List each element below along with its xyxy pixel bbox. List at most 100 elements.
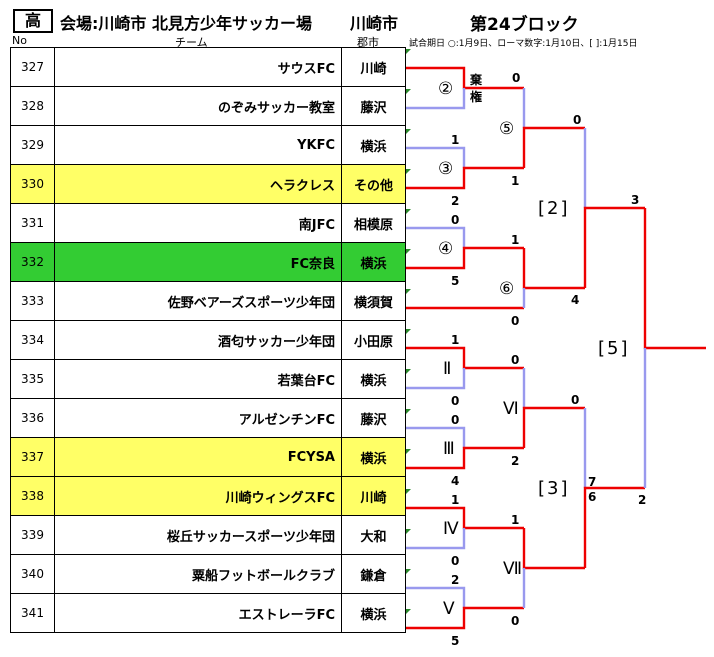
team-city: 小田原: [341, 320, 406, 360]
team-name: 酒匂サッカー少年団: [54, 320, 342, 360]
team-number: 328: [10, 86, 55, 126]
team-name: FCYSA: [54, 437, 342, 477]
team-number: 334: [10, 320, 55, 360]
match-label: ⑥: [499, 279, 514, 299]
score: 0: [511, 314, 519, 328]
score: 1: [451, 493, 459, 507]
team-number: 329: [10, 125, 55, 165]
team-name: エストレーラFC: [54, 593, 342, 633]
score: 3: [631, 193, 639, 207]
score: 1: [511, 174, 519, 188]
score: 6: [588, 490, 596, 504]
team-number: 333: [10, 281, 55, 321]
cell-flag-marker: [406, 129, 411, 134]
score: 4: [451, 474, 459, 488]
cell-flag-marker: [406, 89, 411, 94]
team-number: 336: [10, 398, 55, 438]
cell-flag-marker: [406, 369, 411, 374]
match-label: ⑤: [499, 119, 514, 139]
score: 1: [451, 133, 459, 147]
bracket-line: [522, 528, 585, 570]
team-number: 339: [10, 515, 55, 555]
match-label: [5]: [598, 338, 630, 359]
team-city: 横浜: [341, 242, 406, 282]
cell-flag-marker: [406, 409, 411, 414]
cell-flag-marker: [406, 449, 411, 454]
score: 7: [588, 475, 596, 489]
cell-flag-marker: [406, 329, 411, 334]
bracket-line: [406, 368, 466, 390]
match-label: Ⅶ: [503, 559, 522, 579]
cell-flag-marker: [406, 289, 411, 294]
bracket-line: [406, 146, 466, 168]
cell-flag-marker: [406, 169, 411, 174]
team-number: 340: [10, 554, 55, 594]
score: 4: [571, 293, 579, 307]
match-label: Ⅵ: [503, 399, 519, 419]
team-number: 335: [10, 359, 55, 399]
bracket-line: [522, 126, 585, 168]
team-city: 横須賀: [341, 281, 406, 321]
score: 0: [451, 394, 459, 408]
score: 0: [451, 554, 459, 568]
score: 0: [512, 71, 520, 85]
cell-flag-marker: [406, 569, 411, 574]
team-city: 藤沢: [341, 398, 406, 438]
cell-flag-marker: [406, 609, 411, 614]
bracket-line: [406, 66, 524, 90]
score: 1: [511, 513, 519, 527]
bracket-line: [406, 506, 524, 530]
match-label: ③: [438, 159, 453, 179]
bracket-line: [522, 406, 585, 448]
forfeit-note: 権: [470, 89, 482, 104]
score: 5: [451, 634, 459, 648]
column-header-team: チーム: [175, 36, 208, 49]
cell-flag-marker: [406, 209, 411, 214]
team-name: 南JFC: [54, 203, 342, 243]
bracket-line: [406, 88, 466, 110]
team-name: 粟船フットボールクラブ: [54, 554, 342, 594]
score: 5: [451, 274, 459, 288]
match-label: Ⅱ: [443, 359, 451, 379]
match-label: ②: [438, 79, 453, 99]
bracket-line: [406, 446, 524, 470]
score: 2: [451, 573, 459, 587]
bracket-line: [406, 426, 466, 448]
team-number: 330: [10, 164, 55, 204]
team-city: 横浜: [341, 593, 406, 633]
score: 1: [451, 333, 459, 347]
bracket-line: [406, 226, 466, 248]
team-number: 332: [10, 242, 55, 282]
score: 2: [451, 194, 459, 208]
score: 0: [451, 413, 459, 427]
score: 0: [571, 393, 579, 407]
bracket-line: [406, 246, 524, 270]
team-name: FC奈良: [54, 242, 342, 282]
cell-flag-marker: [406, 249, 411, 254]
score: 0: [511, 353, 519, 367]
venue-city: 川崎市: [350, 14, 399, 33]
cell-flag-marker: [406, 529, 411, 534]
bracket-line: [406, 346, 524, 370]
match-label: [2]: [538, 198, 570, 219]
score: 0: [451, 213, 459, 227]
venue-title: 会場:川崎市 北見方少年サッカー場: [60, 14, 312, 33]
team-city: 大和: [341, 515, 406, 555]
match-label: Ⅲ: [443, 439, 455, 459]
match-label: ④: [438, 239, 453, 259]
forfeit-note: 棄: [469, 72, 483, 87]
bracket-line: [406, 606, 524, 630]
team-city: 横浜: [341, 125, 406, 165]
score: 0: [573, 113, 581, 127]
